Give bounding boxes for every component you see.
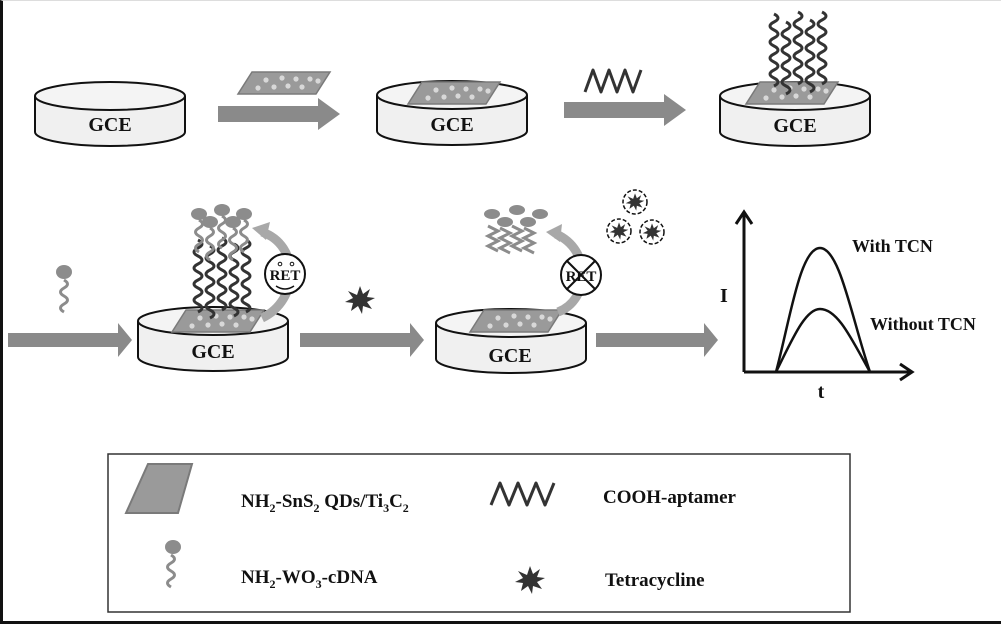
aptamer-icon [489,481,556,507]
legend-item-aptamer: COOH-aptamer [489,481,737,508]
tetracycline-icon [345,286,375,314]
released-cdna [484,205,548,227]
legend-label-aptamer: COOH-aptamer [603,487,737,508]
electrode-label: GCE [488,345,531,367]
arrow-add-nanosheet [218,71,340,130]
aptamer-icon [583,68,643,94]
nanosheet-icon [745,81,839,105]
nanosheet-icon [469,309,563,333]
step-bare-electrode: GCE [34,81,186,147]
electrode-label: GCE [88,114,131,136]
legend: NH2-SnS2 QDs/Ti3C2 COOH-aptamer NH2-WO3-… [107,453,851,613]
curve-without-tcn [774,307,872,373]
electrode-label: GCE [191,341,234,363]
curve-with-tcn [774,246,872,373]
electrode-label: GCE [430,114,473,136]
arrow-add-tetracycline [300,286,424,357]
step-cdna-hybridized-electrode: RET GCE [137,204,306,372]
curve-label-with-tcn: With TCN [852,236,933,256]
ret-label: RET [270,268,301,284]
legend-item-cdna: NH2-WO3-cDNA [165,540,378,591]
signal-plot: I t With TCN Without TCN [720,209,976,403]
ret-off-badge: RET [560,254,602,296]
y-axis-label: I [720,285,728,307]
nanosheet-icon [124,463,194,514]
arrow-add-aptamer [564,68,686,126]
legend-item-tetracycline: Tetracycline [515,566,705,594]
curve-label-without-tcn: Without TCN [870,314,976,334]
step-aptamer-electrode: GCE [719,10,871,147]
nanosheet-icon [171,309,265,333]
step-target-bound-electrode: RET GCE [435,189,665,374]
arrow-to-signal [596,323,718,357]
ret-label: RET [566,269,597,285]
legend-box [107,453,851,613]
x-axis-label: t [818,381,825,403]
nanosheet-icon [407,81,501,105]
nanosheet-icon [237,71,331,95]
legend-label-cdna: NH2-WO3-cDNA [241,567,378,591]
legend-item-nanosheet: NH2-SnS2 QDs/Ti3C2 [124,463,409,515]
cdna-icon [56,265,72,314]
aptamer-target-complexes [606,189,665,245]
ret-on-badge: RET [264,253,306,295]
arrow-add-cdna [8,265,132,357]
legend-label-tetracycline: Tetracycline [605,570,705,591]
electrode-label: GCE [773,115,816,137]
legend-label-nanosheet: NH2-SnS2 QDs/Ti3C2 [241,491,409,515]
step-modified-electrode: GCE [376,80,528,146]
